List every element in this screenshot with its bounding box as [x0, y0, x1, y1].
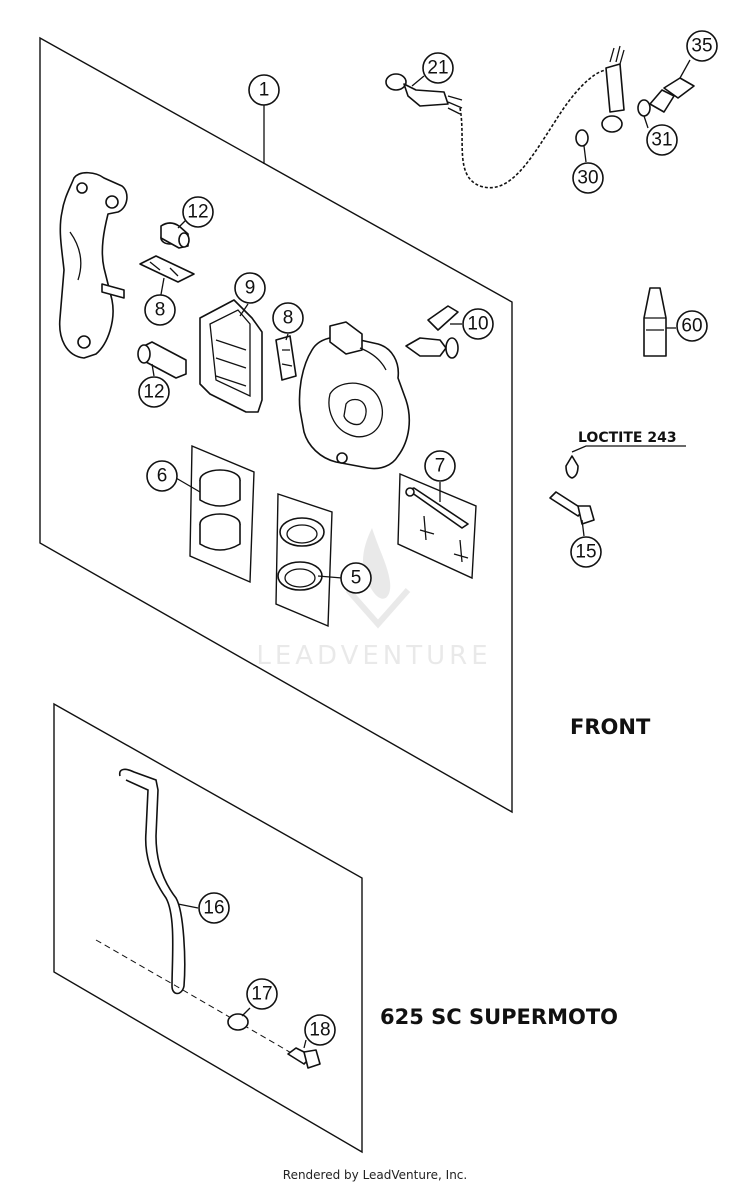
- watermark: LEADVENTURE: [256, 528, 491, 671]
- footer-credit: Rendered by LeadVenture, Inc.: [282, 1168, 468, 1182]
- caliper-body: [298, 321, 411, 470]
- callout-17: 17: [246, 978, 278, 1010]
- caliper-support-bracket: [58, 171, 128, 359]
- disc-guard-wire: [95, 768, 301, 1059]
- callout-30: 30: [572, 162, 604, 194]
- leader-15: [581, 519, 585, 537]
- leader-9: [239, 303, 249, 317]
- callout-12-upper: 12: [182, 196, 214, 228]
- leader-17: [241, 1007, 251, 1017]
- pad-spring-left: [139, 255, 195, 283]
- svg-text:15: 15: [575, 542, 596, 563]
- leader-18: [303, 1039, 307, 1049]
- model-label: 625 SC SUPERMOTO: [380, 1005, 618, 1029]
- pad-spring-right: [275, 335, 297, 381]
- svg-text:8: 8: [155, 300, 166, 321]
- svg-text:8: 8: [283, 308, 294, 329]
- callout-5: 5: [340, 562, 372, 594]
- callout-7: 7: [424, 450, 456, 482]
- washer-30: [575, 129, 589, 147]
- leader-30: [583, 145, 587, 163]
- svg-text:12: 12: [187, 202, 208, 223]
- leader-8b: [285, 333, 289, 341]
- pin-and-clips-kit: [397, 472, 477, 580]
- svg-text:60: 60: [681, 316, 702, 337]
- callout-8-right: 8: [272, 302, 304, 334]
- svg-text:10: 10: [467, 314, 488, 335]
- watermark-text: LEADVENTURE: [256, 641, 491, 671]
- svg-text:1: 1: [259, 80, 270, 101]
- brake-pad: [199, 299, 263, 413]
- leader-12b: [151, 363, 155, 377]
- callout-18: 18: [304, 1014, 336, 1046]
- brake-line: [385, 45, 625, 189]
- callout-60: 60: [676, 310, 708, 342]
- callout-15: 15: [570, 536, 602, 568]
- svg-text:9: 9: [245, 278, 256, 299]
- leader-loctite: [571, 445, 686, 453]
- bolt-18: [287, 1047, 321, 1069]
- svg-text:16: 16: [203, 898, 224, 919]
- caliper-mounting-bolt: [549, 455, 595, 525]
- svg-text:21: 21: [427, 58, 448, 79]
- leader-5: [317, 575, 343, 579]
- svg-text:18: 18: [309, 1020, 330, 1041]
- callout-10: 10: [462, 308, 494, 340]
- loctite-bottle: [643, 287, 667, 357]
- leader-6: [175, 477, 201, 493]
- leader-12a: [177, 219, 187, 229]
- callout-31: 31: [646, 124, 678, 156]
- svg-text:12: 12: [143, 382, 164, 403]
- leader-16: [177, 903, 199, 909]
- loctite-label: LOCTITE 243: [578, 430, 677, 446]
- svg-text:30: 30: [577, 168, 598, 189]
- front-label: FRONT: [570, 715, 651, 739]
- svg-text:17: 17: [251, 984, 272, 1005]
- callout-12-lower: 12: [138, 376, 170, 408]
- callout-16: 16: [198, 892, 230, 924]
- svg-text:31: 31: [651, 130, 672, 151]
- sleeve-upper: [160, 222, 190, 249]
- svg-text:5: 5: [351, 568, 362, 589]
- leader-21: [411, 75, 425, 87]
- svg-text:7: 7: [435, 456, 446, 477]
- svg-text:35: 35: [691, 36, 712, 57]
- washer-31: [637, 99, 651, 117]
- callout-9: 9: [234, 272, 266, 304]
- seal-ring-kit: [275, 493, 333, 628]
- callout-1: 1: [248, 74, 280, 106]
- callout-8-left: 8: [144, 294, 176, 326]
- callout-21: 21: [422, 52, 454, 84]
- callout-35: 35: [686, 30, 718, 62]
- callout-6: 6: [146, 460, 178, 492]
- bleeder-valve: [405, 305, 459, 359]
- banjo-bolt: [649, 77, 695, 113]
- washer-17: [227, 1013, 249, 1031]
- guide-pin-lower: [137, 341, 187, 379]
- supermoto-panel: [53, 702, 363, 1154]
- leader-31: [643, 115, 649, 129]
- piston-kit: [189, 444, 255, 584]
- leader-35: [679, 59, 691, 79]
- brake-caliper-panel: [39, 36, 513, 814]
- svg-text:6: 6: [157, 466, 168, 487]
